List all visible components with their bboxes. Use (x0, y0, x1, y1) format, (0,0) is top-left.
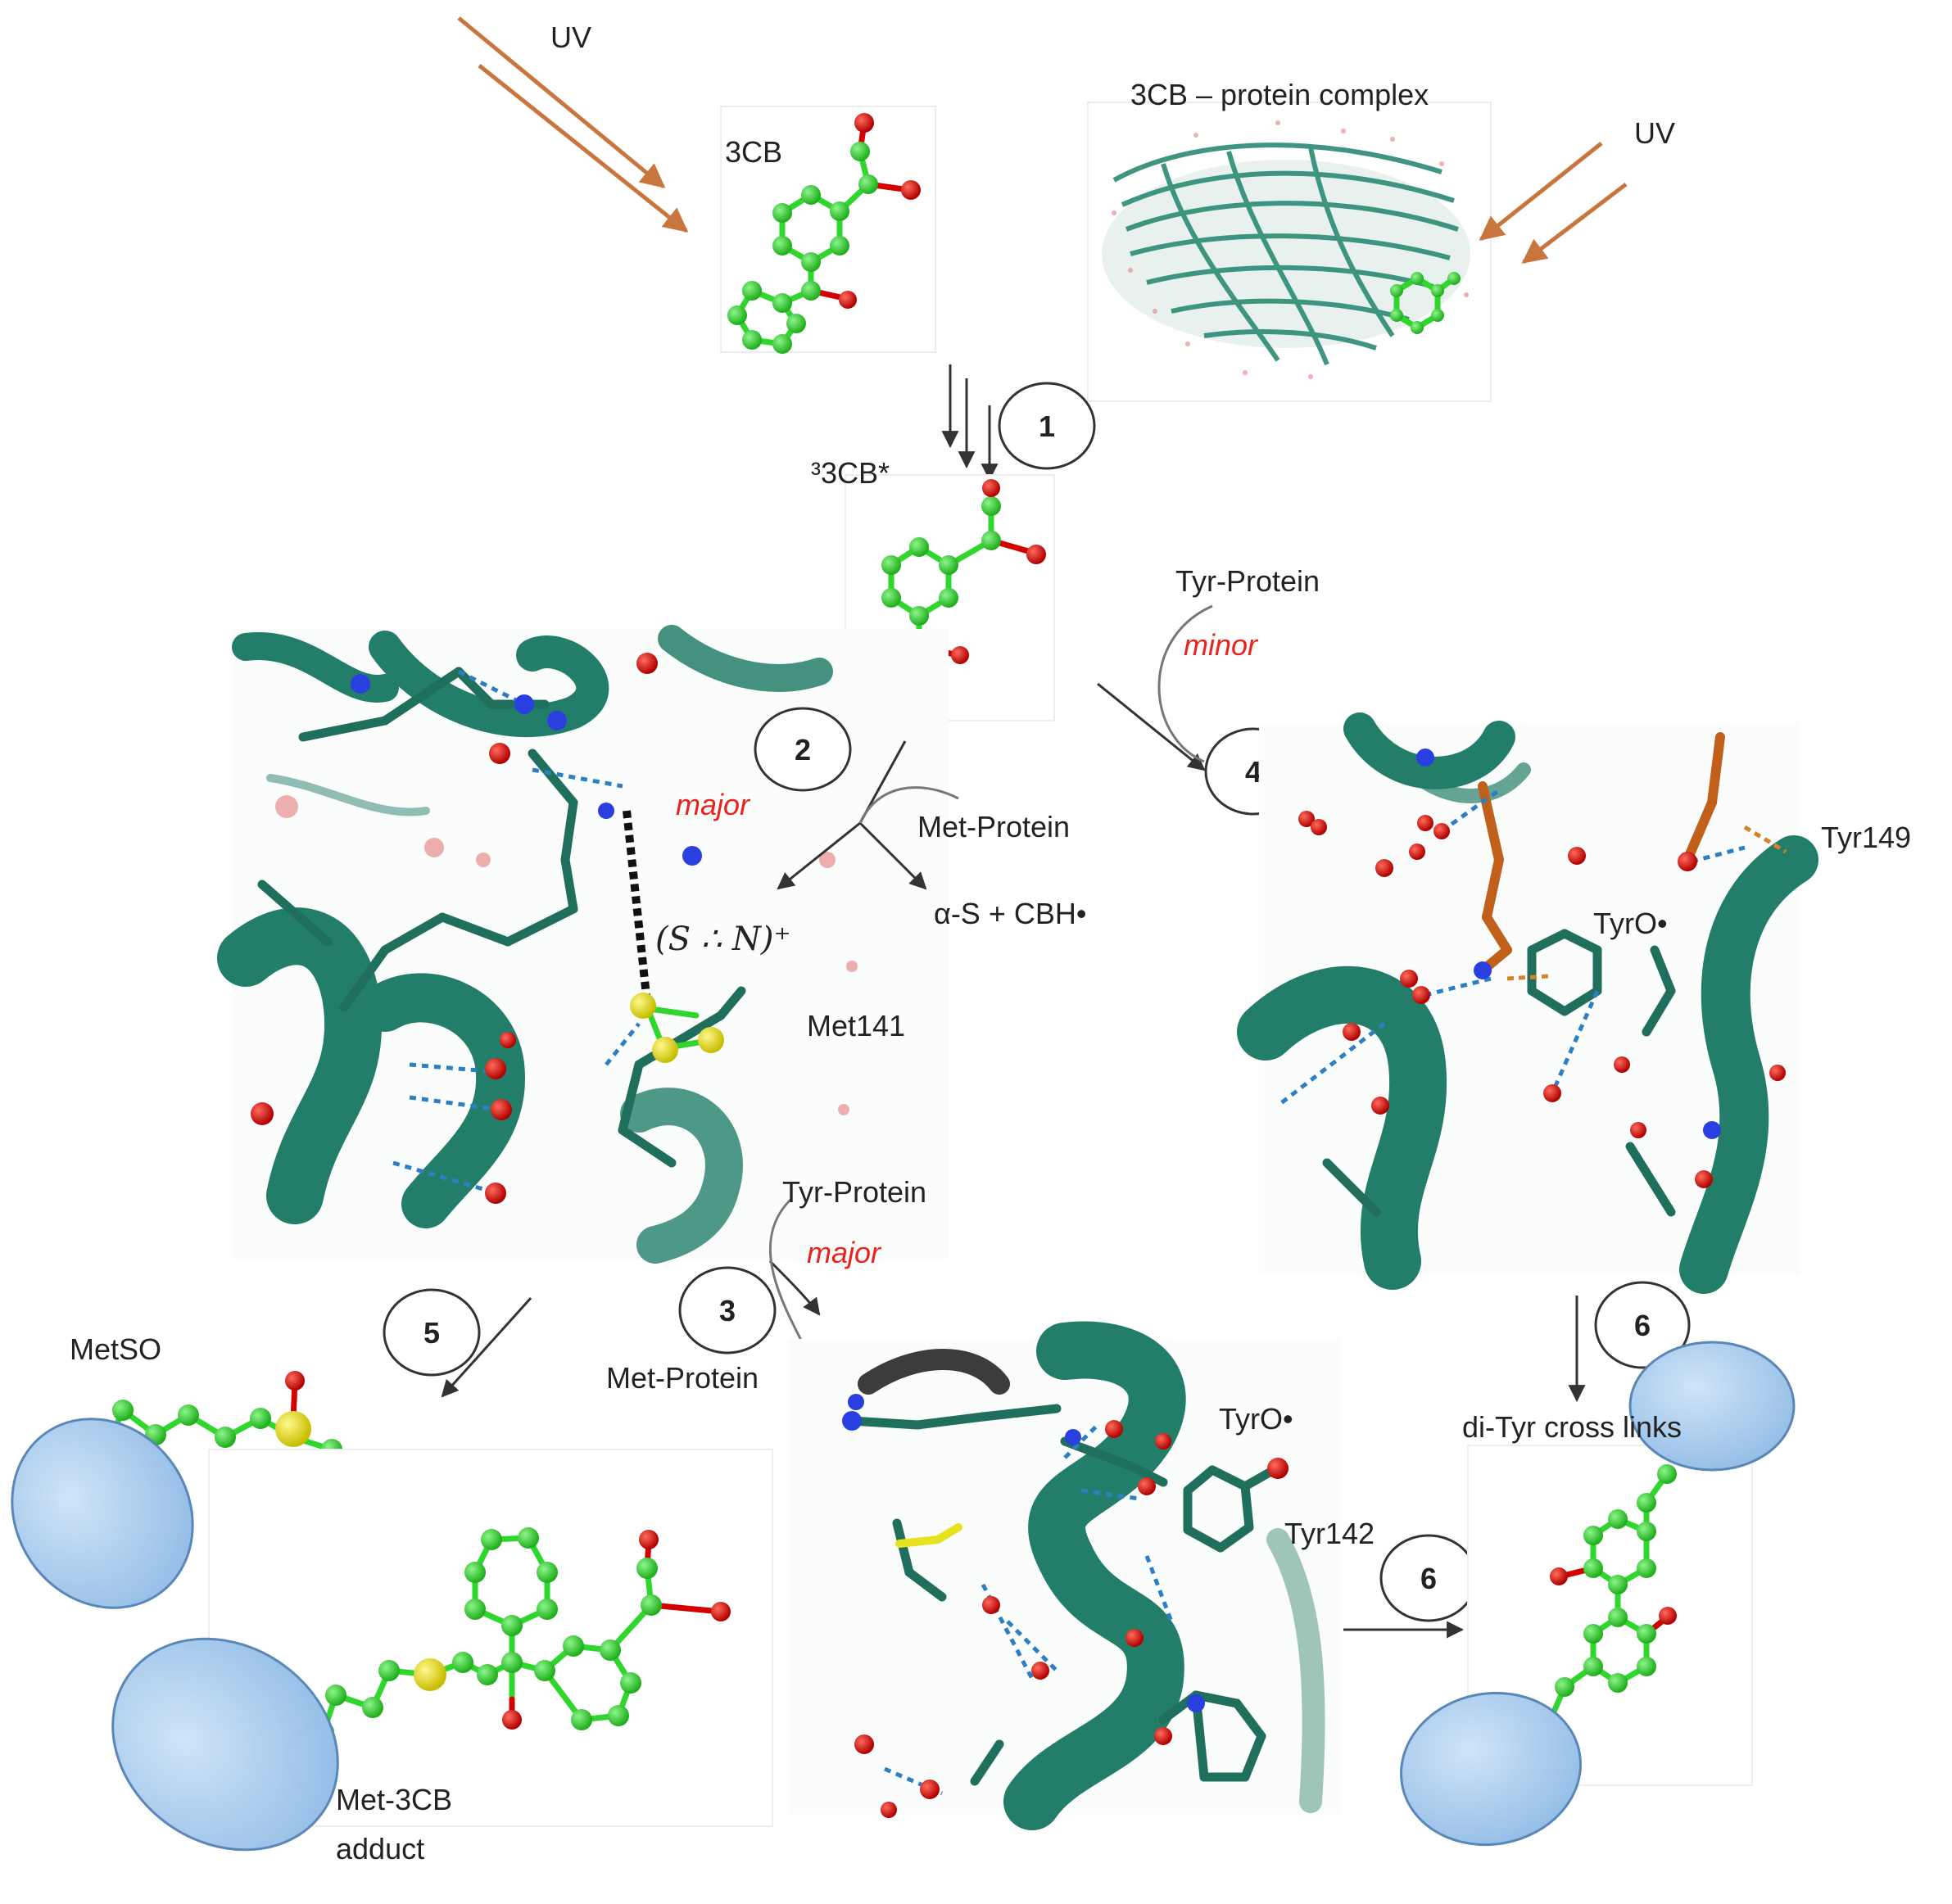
metso-label: MetSO (70, 1332, 161, 1366)
cb-panel (720, 106, 936, 353)
svg-text:6: 6 (1420, 1562, 1437, 1595)
step2-arrows (777, 740, 959, 890)
tyr149-label: Tyr149 (1821, 821, 1911, 854)
metso-molecule (111, 1371, 342, 1460)
tyro-mid-label: TyrO• (1219, 1402, 1293, 1436)
protein-blob-dityr-bottom (1399, 1691, 1583, 1847)
alpha-s-label: α-S + CBH• (934, 897, 1086, 930)
met-protein-label-top: Met-Protein (917, 810, 1070, 843)
step4-arrow (1097, 604, 1213, 771)
svg-text:4: 4 (1245, 755, 1261, 789)
dityr-molecule (1549, 1464, 1677, 1719)
minor-label: minor (1184, 628, 1259, 662)
met141-panel (217, 625, 949, 1264)
uv-arrows-right (1479, 142, 1628, 264)
tyr142-panel (789, 1321, 1340, 1830)
met3cb-label-line2: adduct (336, 1832, 424, 1866)
protein-blob-dityr-top (1628, 1341, 1796, 1472)
tyr-protein-label-mid: Tyr-Protein (782, 1175, 926, 1209)
svg-text:2: 2 (795, 733, 811, 767)
uv-label-left: UV (550, 20, 591, 54)
major-label-mid: major (807, 1236, 882, 1269)
step-2-marker: 2 (754, 707, 852, 792)
triplet-label: ³3CB* (811, 456, 890, 490)
svg-text:5: 5 (423, 1316, 440, 1350)
major-label-left: major (676, 788, 751, 821)
step1-arrows (941, 364, 999, 482)
cb-label: 3CB (725, 135, 782, 169)
met3cb-label-line1: Met-3CB (336, 1783, 452, 1816)
protein-blob-adduct (111, 1637, 339, 1852)
step-1-marker: 1 (998, 382, 1096, 470)
sn-bond (623, 810, 651, 1004)
step-5-marker: 5 (383, 1288, 481, 1377)
complex-protein-structure (1102, 120, 1470, 379)
met141-label: Met141 (807, 1009, 905, 1042)
step-3-marker: 3 (678, 1266, 777, 1355)
dityr-label: di-Tyr cross links (1462, 1410, 1682, 1444)
complex-label: 3CB – protein complex (1130, 78, 1429, 111)
step5-arrow (441, 1296, 532, 1398)
sn-radical-label: (S ∴ N)⁺ (655, 920, 791, 958)
tyr-protein-label-top: Tyr-Protein (1175, 564, 1320, 598)
cb-molecule (727, 113, 921, 354)
svg-text:3: 3 (719, 1294, 736, 1327)
step-6-marker-bottom: 6 (1379, 1534, 1478, 1622)
protein-blob-metso (11, 1418, 194, 1609)
step-6-marker-right: 6 (1594, 1281, 1691, 1369)
tyr142-label: Tyr142 (1284, 1517, 1375, 1550)
svg-text:6: 6 (1634, 1309, 1651, 1342)
tyr149-panel (1237, 712, 1818, 1294)
uv-arrows-left (457, 16, 689, 233)
svg-text:1: 1 (1039, 409, 1055, 443)
met-protein-label-mid: Met-Protein (606, 1361, 759, 1395)
uv-label-right: UV (1634, 116, 1675, 150)
tyro-right-label: TyrO• (1593, 907, 1668, 940)
